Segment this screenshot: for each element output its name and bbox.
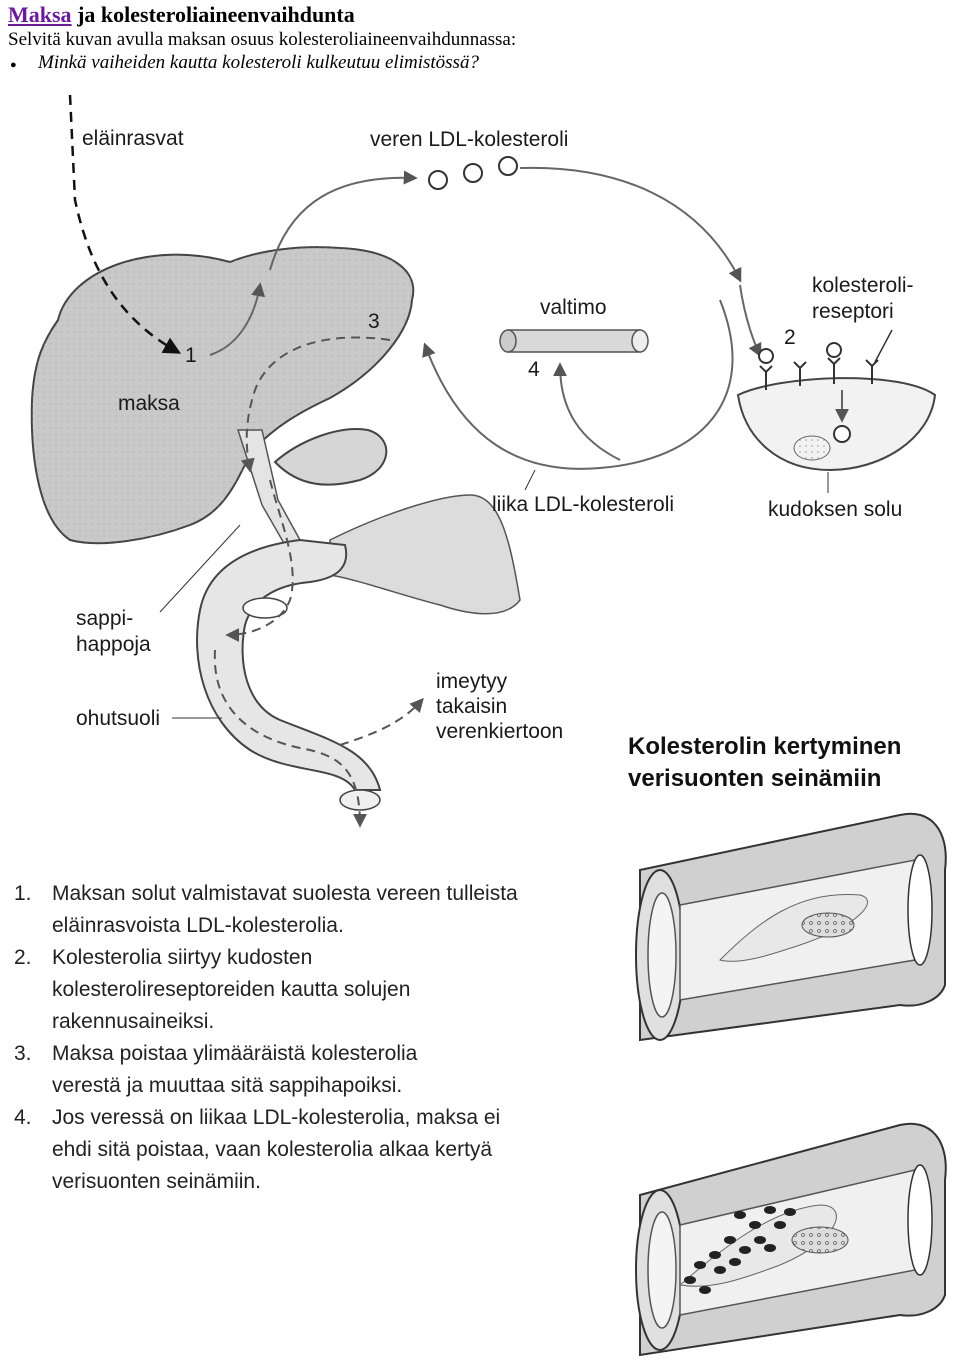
artery-figure-title-1: Kolesterolin kertyminen	[628, 733, 901, 760]
step-number: 3.	[14, 1042, 32, 1065]
label-reabsorbed-3: verenkiertoon	[436, 720, 563, 743]
tissue-cell-shape	[736, 377, 937, 472]
step-text: Maksan solut valmistavat suolesta vereen…	[52, 882, 518, 937]
marker-3: 3	[368, 310, 380, 333]
label-artery: valtimo	[540, 296, 607, 319]
label-reabsorbed-2: takaisin	[436, 695, 507, 718]
ldl-particle	[498, 156, 518, 176]
cell-nucleus	[793, 435, 831, 461]
label-tissue-cell: kudoksen solu	[768, 498, 902, 521]
step-item: 2. Kolesterolia siirtyy kudosten koleste…	[14, 942, 574, 1038]
ldl-particle	[463, 163, 483, 183]
step-item: 4. Jos veressä on liikaa LDL-kolesteroli…	[14, 1102, 574, 1198]
steps-list: 1. Maksan solut valmistavat suolesta ver…	[14, 878, 574, 1198]
marker-4: 4	[528, 358, 540, 381]
artery-cross-section-healthy	[635, 812, 947, 1042]
label-bile-acids-1: sappi-	[76, 607, 133, 630]
stomach-shape	[329, 494, 521, 615]
ldl-particle	[428, 170, 448, 190]
page-header: Maksa ja kolesteroliaineenvaihdunta Selv…	[8, 2, 517, 77]
title-link[interactable]: Maksa	[8, 2, 72, 27]
artery-figure-title-2: verisuonten seinämiin	[628, 765, 881, 792]
step-number: 4.	[14, 1106, 32, 1129]
small-intestine-shape	[196, 538, 382, 791]
artery-tube	[499, 329, 649, 353]
step-item: 3. Maksa poistaa ylimääräistä kolesterol…	[14, 1038, 574, 1102]
label-receptor-1: kolesteroli-	[812, 274, 914, 297]
step-text: Maksa poistaa ylimääräistä kolesterolia …	[52, 1042, 418, 1097]
label-bile-acids-2: happoja	[76, 633, 151, 656]
label-blood-ldl: veren LDL-kolesteroli	[370, 128, 568, 151]
instruction-text: Selvitä kuvan avulla maksan osuus kolest…	[8, 29, 517, 50]
gallbladder-shape	[273, 428, 388, 486]
label-liver: maksa	[118, 392, 180, 415]
step-item: 1. Maksan solut valmistavat suolesta ver…	[14, 878, 574, 942]
page-title: Maksa ja kolesteroliaineenvaihdunta	[8, 2, 516, 28]
ldl-in-cell	[833, 425, 851, 443]
label-reabsorbed-1: imeytyy	[436, 670, 508, 693]
marker-1: 1	[185, 344, 197, 367]
receptor-group	[758, 342, 879, 390]
question-item: Minkä vaiheiden kautta kolesteroli kulke…	[10, 51, 516, 77]
step-number: 2.	[14, 946, 32, 969]
label-excess-ldl: liika LDL-kolesteroli	[492, 493, 674, 516]
label-small-intestine: ohutsuoli	[76, 707, 160, 730]
step-number: 1.	[14, 882, 32, 905]
title-rest: ja kolesteroliaineenvaihdunta	[71, 2, 355, 27]
label-animal-fats: eläinrasvat	[82, 127, 184, 150]
step-text: Kolesterolia siirtyy kudosten kolesterol…	[52, 946, 411, 1033]
marker-2: 2	[784, 326, 796, 349]
step-text: Jos veressä on liikaa LDL-kolesterolia, …	[52, 1106, 501, 1193]
artery-cross-section-blocked	[635, 1122, 947, 1357]
label-receptor-2: reseptori	[812, 300, 894, 323]
